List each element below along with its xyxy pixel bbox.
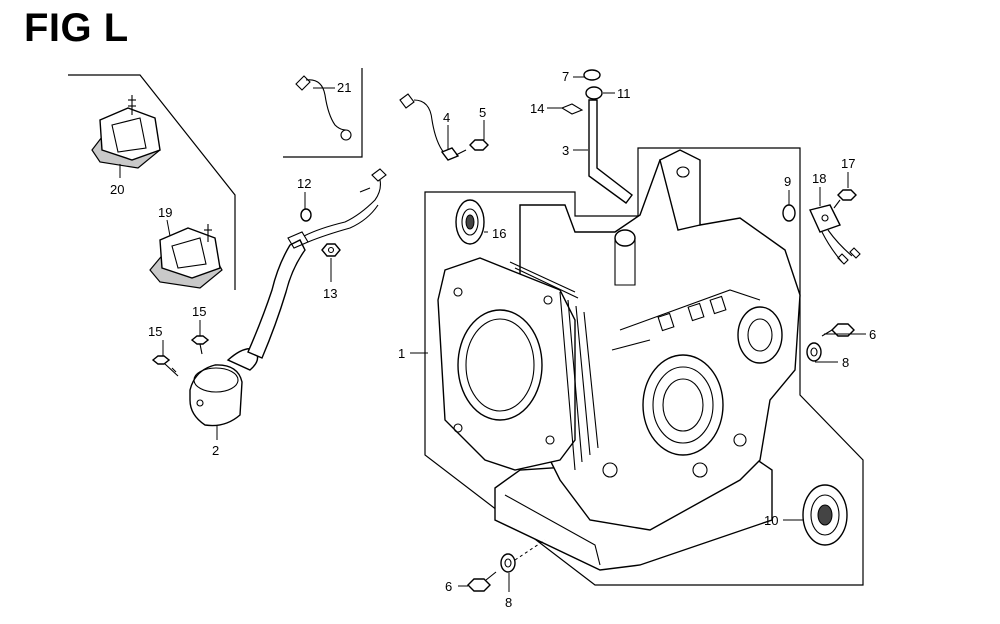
part-4-wire-bracket[interactable] <box>399 93 460 161</box>
callout-5: 5 <box>479 105 486 120</box>
part-12-washer[interactable] <box>300 208 312 222</box>
leader-lines <box>119 76 866 592</box>
part-7-cap[interactable] <box>583 69 601 81</box>
callout-8-bottom: 8 <box>505 595 512 610</box>
part-6-drain-bolt-right[interactable] <box>821 323 855 337</box>
part-1-cylinder-block[interactable] <box>437 149 801 571</box>
part-3-tube[interactable] <box>588 99 633 204</box>
part-18-sensor[interactable] <box>809 204 861 265</box>
callout-18: 18 <box>812 171 826 186</box>
callout-6-right: 6 <box>869 327 876 342</box>
part-5-bolt[interactable] <box>455 139 489 156</box>
callout-15-left: 15 <box>148 324 162 339</box>
callout-2: 2 <box>212 443 219 458</box>
callout-12: 12 <box>297 176 311 191</box>
part-9-dowel-pin[interactable] <box>782 204 796 222</box>
part-19-engine-mount-lower[interactable] <box>149 224 223 289</box>
group-bracket-crankcase <box>424 147 864 586</box>
callout-8-right: 8 <box>842 355 849 370</box>
callout-10: 10 <box>764 513 778 528</box>
part-15-bolt-b[interactable] <box>151 355 179 377</box>
group-bracket-sensor <box>283 68 363 158</box>
callout-7: 7 <box>562 69 569 84</box>
group-bracket-mounts <box>68 74 236 290</box>
part-11-grommet[interactable] <box>585 86 603 100</box>
part-6-drain-bolt-bottom[interactable] <box>467 571 497 592</box>
callout-4: 4 <box>443 110 450 125</box>
callout-14: 14 <box>530 101 544 116</box>
part-14-clip[interactable] <box>560 103 584 115</box>
callout-19: 19 <box>158 205 172 220</box>
callout-9: 9 <box>784 174 791 189</box>
callout-labels: 1 2 3 4 5 6 6 7 8 8 9 10 11 12 13 14 15 … <box>110 69 876 610</box>
callout-11: 11 <box>617 86 631 101</box>
callout-21: 21 <box>337 80 351 95</box>
part-21-sensor-cable[interactable] <box>295 75 352 141</box>
figure-title: FIG L <box>24 6 129 50</box>
callout-13: 13 <box>323 286 337 301</box>
callout-3: 3 <box>562 143 569 158</box>
part-10-oil-seal[interactable] <box>802 484 848 546</box>
part-20-engine-mount-upper[interactable] <box>91 95 161 169</box>
callout-1: 1 <box>398 346 405 361</box>
part-8-washer-right[interactable] <box>806 342 822 362</box>
callout-6-bottom: 6 <box>445 579 452 594</box>
callout-17: 17 <box>841 156 855 171</box>
part-16-oil-seal[interactable] <box>455 199 485 245</box>
part-2-oil-level-switch[interactable] <box>189 168 387 427</box>
part-15-bolt-a[interactable] <box>190 335 210 355</box>
callout-20: 20 <box>110 182 124 197</box>
part-8-washer-bottom[interactable] <box>500 539 546 573</box>
callout-15-upper: 15 <box>192 304 206 319</box>
part-13-nut[interactable] <box>321 243 341 257</box>
part-17-bolt[interactable] <box>833 189 857 209</box>
callout-16: 16 <box>492 226 506 241</box>
